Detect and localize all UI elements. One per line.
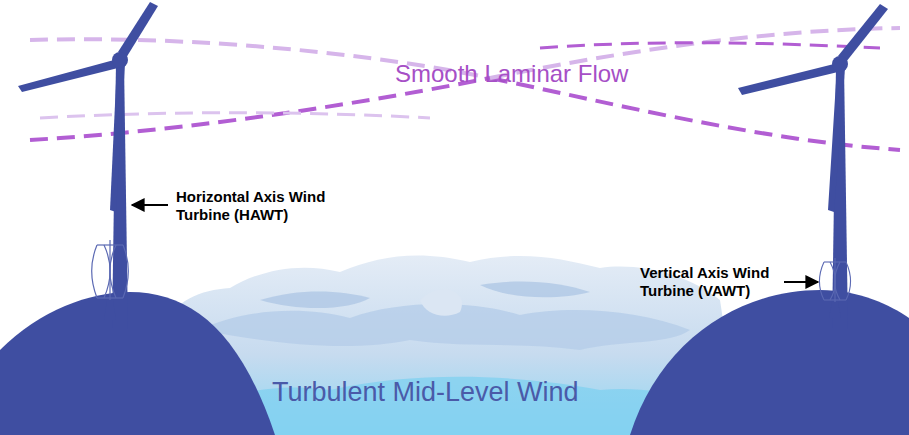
leader-arrow — [784, 281, 818, 283]
hills — [0, 290, 909, 435]
hawt-right — [738, 4, 888, 330]
vawt-label: Vertical Axis Wind Turbine (VAWT) — [640, 264, 780, 300]
flow-label: Smooth Laminar Flow — [395, 60, 735, 89]
leader-arrow — [132, 204, 168, 206]
laminar-flow-lines — [30, 28, 900, 150]
vawt-right-tower — [829, 302, 841, 318]
wind-label: Turbulent Mid-Level Wind — [272, 376, 632, 408]
hawt-left — [18, 2, 158, 330]
hawt-label: Horizontal Axis Wind Turbine (HAWT) — [176, 188, 366, 224]
vawt-right — [820, 258, 851, 302]
vawt-left — [92, 240, 129, 300]
vawt-left-tower — [104, 300, 116, 320]
